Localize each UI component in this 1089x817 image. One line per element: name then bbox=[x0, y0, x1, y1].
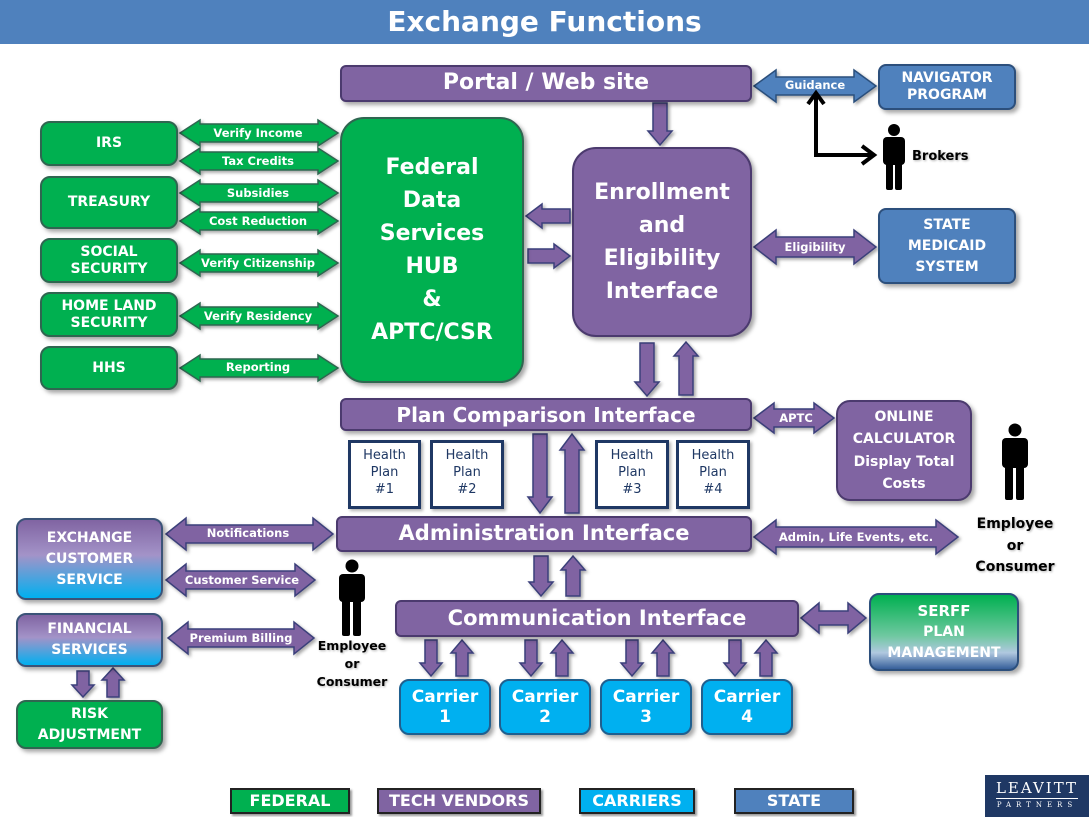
carrier-3: Carrier 3 bbox=[600, 679, 692, 735]
carrier-1: Carrier 1 bbox=[399, 679, 491, 735]
arrow-premium-billing bbox=[166, 620, 316, 656]
person-icon-employee-right bbox=[1002, 423, 1028, 500]
admin-flow-label: Admin, Life Events, etc. bbox=[778, 530, 934, 544]
legend-state: STATE bbox=[734, 788, 854, 814]
arrow-agency-flow-2 bbox=[178, 146, 340, 176]
flow-verify-income: Verify Income bbox=[213, 126, 303, 140]
serff-plan-management: SERFF PLAN MANAGEMENT bbox=[869, 593, 1019, 671]
flow-cost-reduction: Cost Reduction bbox=[208, 214, 308, 228]
arrow-hub-to-enrollment bbox=[527, 242, 572, 270]
agency-social-security: SOCIAL SECURITY bbox=[40, 238, 178, 283]
arrow-plan-to-admin bbox=[526, 433, 554, 515]
brokers-label: Brokers bbox=[912, 149, 969, 164]
plan-comparison-interface: Plan Comparison Interface bbox=[340, 398, 752, 431]
arrow-notifications bbox=[164, 516, 335, 552]
arrow-carrier-to-comm-4 bbox=[753, 638, 779, 677]
communication-interface: Communication Interface bbox=[395, 600, 799, 637]
legend-federal: FEDERAL bbox=[230, 788, 350, 814]
guidance-label: Guidance bbox=[784, 78, 846, 92]
enrollment-eligibility-interface: Enrollment and Eligibility Interface bbox=[572, 147, 752, 337]
brokers-connector bbox=[806, 89, 878, 166]
arrow-enrollment-to-plan bbox=[633, 342, 661, 398]
agency-hhs: HHS bbox=[40, 346, 178, 390]
arrow-comm-to-admin bbox=[559, 554, 587, 597]
flow-subsidies: Subsidies bbox=[226, 186, 290, 200]
person-icon-brokers bbox=[883, 124, 905, 190]
arrow-plan-to-enrollment bbox=[672, 340, 700, 396]
arrow-agency-flow-4 bbox=[178, 206, 340, 236]
arrow-agency-flow-5 bbox=[178, 248, 340, 278]
arrow-portal-to-enrollment bbox=[646, 102, 674, 147]
administration-interface: Administration Interface bbox=[336, 516, 752, 552]
employee-right-label: Employee or Consumer bbox=[975, 516, 1055, 576]
arrow-admin-to-plan bbox=[558, 432, 586, 514]
premium-billing-label: Premium Billing bbox=[189, 631, 293, 645]
state-medicaid-system: STATE MEDICAID SYSTEM bbox=[878, 208, 1016, 284]
arrow-agency-flow-6 bbox=[178, 301, 340, 331]
exchange-customer-service: EXCHANGE CUSTOMER SERVICE bbox=[16, 518, 163, 600]
person-icon-employee-left bbox=[339, 559, 365, 636]
customer-service-label: Customer Service bbox=[184, 573, 300, 587]
eligibility-label: Eligibility bbox=[784, 240, 846, 254]
leavitt-partners-logo: LEAVITT PARTNERS bbox=[985, 775, 1089, 817]
arrow-comm-to-carrier-2 bbox=[518, 639, 544, 678]
arrow-eligibility bbox=[752, 228, 878, 266]
arrow-comm-to-carrier-4 bbox=[722, 639, 748, 678]
notifications-label: Notifications bbox=[206, 526, 290, 540]
arrow-financial-to-risk bbox=[70, 670, 96, 699]
agency-homeland-security: HOME LAND SECURITY bbox=[40, 292, 178, 337]
aptc-label: APTC bbox=[779, 411, 813, 425]
arrow-aptc bbox=[752, 401, 836, 435]
arrow-comm-to-carrier-1 bbox=[418, 639, 444, 678]
health-plan-3: Health Plan #3 bbox=[595, 440, 669, 509]
flow-verify-residency: Verify Residency bbox=[203, 309, 313, 323]
health-plan-2: Health Plan #2 bbox=[430, 440, 504, 509]
arrow-carrier-to-comm-2 bbox=[549, 638, 575, 677]
arrow-agency-flow-1 bbox=[178, 118, 340, 148]
arrow-comm-to-carrier-3 bbox=[619, 639, 645, 678]
flow-verify-citizenship: Verify Citizenship bbox=[201, 256, 315, 270]
employee-left-label: Employee or Consumer bbox=[316, 638, 388, 690]
page-title: Exchange Functions bbox=[0, 0, 1089, 44]
navigator-program: NAVIGATOR PROGRAM bbox=[878, 64, 1016, 110]
carrier-4: Carrier 4 bbox=[701, 679, 793, 735]
arrow-customer-service bbox=[164, 562, 317, 598]
arrow-guidance bbox=[752, 68, 878, 104]
legend-tech-vendors: TECH VENDORS bbox=[377, 788, 541, 814]
portal-website: Portal / Web site bbox=[340, 65, 752, 102]
arrow-agency-flow-7 bbox=[178, 353, 340, 383]
arrow-risk-to-financial bbox=[100, 666, 126, 698]
carrier-2: Carrier 2 bbox=[499, 679, 591, 735]
arrow-carrier-to-comm-1 bbox=[449, 638, 475, 677]
risk-adjustment: RISK ADJUSTMENT bbox=[16, 700, 163, 749]
health-plan-1: Health Plan #1 bbox=[348, 440, 421, 509]
flow-tax-credits: Tax Credits bbox=[222, 154, 294, 168]
portal-label: Portal / Web site bbox=[442, 70, 650, 96]
flow-reporting: Reporting bbox=[225, 360, 291, 374]
arrow-admin-to-comm bbox=[527, 555, 555, 598]
legend-carriers: CARRIERS bbox=[579, 788, 695, 814]
agency-irs: IRS bbox=[40, 121, 178, 166]
federal-data-services-hub: Federal Data Services HUB & APTC/CSR bbox=[340, 117, 524, 383]
agency-treasury: TREASURY bbox=[40, 176, 178, 229]
arrow-admin-life-events bbox=[752, 518, 960, 556]
health-plan-4: Health Plan #4 bbox=[676, 440, 750, 509]
financial-services: FINANCIAL SERVICES bbox=[16, 613, 163, 667]
arrow-carrier-to-comm-3 bbox=[650, 638, 676, 677]
online-calculator: ONLINE CALCULATOR Display Total Costs bbox=[836, 400, 972, 501]
arrow-agency-flow-3 bbox=[178, 178, 340, 208]
arrow-enrollment-to-hub bbox=[524, 202, 571, 230]
arrow-serff bbox=[799, 601, 868, 635]
